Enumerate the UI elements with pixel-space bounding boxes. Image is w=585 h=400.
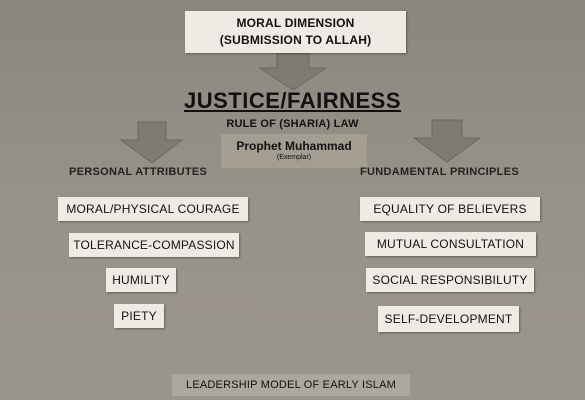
arrow-down-center bbox=[258, 52, 328, 91]
attribute-courage: MORAL/PHYSICAL COURAGE bbox=[58, 197, 248, 221]
moral-dimension-box: MORAL DIMENSION (SUBMISSION TO ALLAH) bbox=[185, 11, 406, 53]
attribute-humility: HUMILITY bbox=[106, 268, 176, 292]
footer-caption: LEADERSHIP MODEL OF EARLY ISLAM bbox=[172, 374, 410, 396]
moral-dimension-line2: (SUBMISSION TO ALLAH) bbox=[219, 33, 372, 47]
sharia-subtitle: RULE OF (SHARIA) LAW bbox=[226, 118, 359, 130]
arrow-down-right bbox=[412, 119, 482, 163]
prophet-name: Prophet Muhammad bbox=[236, 139, 352, 153]
arrow-down-left bbox=[119, 121, 184, 164]
personal-attributes-heading: PERSONAL ATTRIBUTES bbox=[69, 166, 208, 178]
principle-social-responsibility: SOCIAL RESPONSIBILUTY bbox=[366, 268, 534, 292]
moral-dimension-line1: MORAL DIMENSION bbox=[236, 16, 355, 30]
attribute-piety: PIETY bbox=[114, 304, 164, 328]
principle-consultation: MUTUAL CONSULTATION bbox=[365, 232, 536, 256]
fundamental-principles-heading: FUNDAMENTAL PRINCIPLES bbox=[360, 166, 519, 178]
principle-self-development: SELF-DEVELOPMENT bbox=[378, 306, 519, 332]
principle-equality: EQUALITY OF BELIEVERS bbox=[360, 197, 540, 221]
prophet-note: (Exemplar) bbox=[276, 154, 312, 161]
attribute-tolerance: TOLERANCE-COMPASSION bbox=[69, 233, 239, 257]
prophet-box: Prophet Muhammad (Exemplar) bbox=[221, 134, 367, 168]
justice-title: JUSTICE/FAIRNESS bbox=[183, 88, 402, 113]
